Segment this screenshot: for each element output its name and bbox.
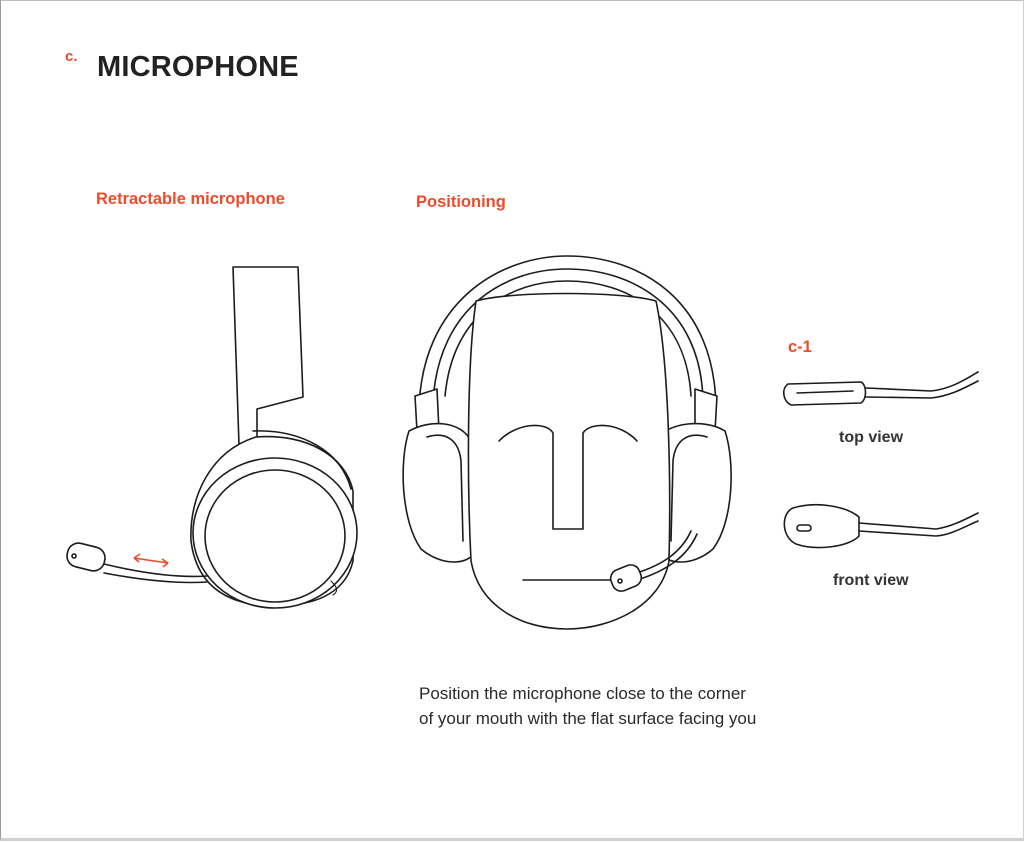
caption-retractable-microphone: Retractable microphone (96, 190, 285, 208)
label-front-view: front view (833, 572, 909, 589)
section-letter: c. (65, 48, 78, 65)
positioning-instruction: Position the microphone close to the cor… (419, 684, 757, 728)
caption-detail-id: c-1 (788, 338, 812, 356)
caption-positioning: Positioning (416, 193, 506, 211)
label-top-view: top view (839, 429, 904, 446)
section-title: MICROPHONE (97, 51, 299, 83)
